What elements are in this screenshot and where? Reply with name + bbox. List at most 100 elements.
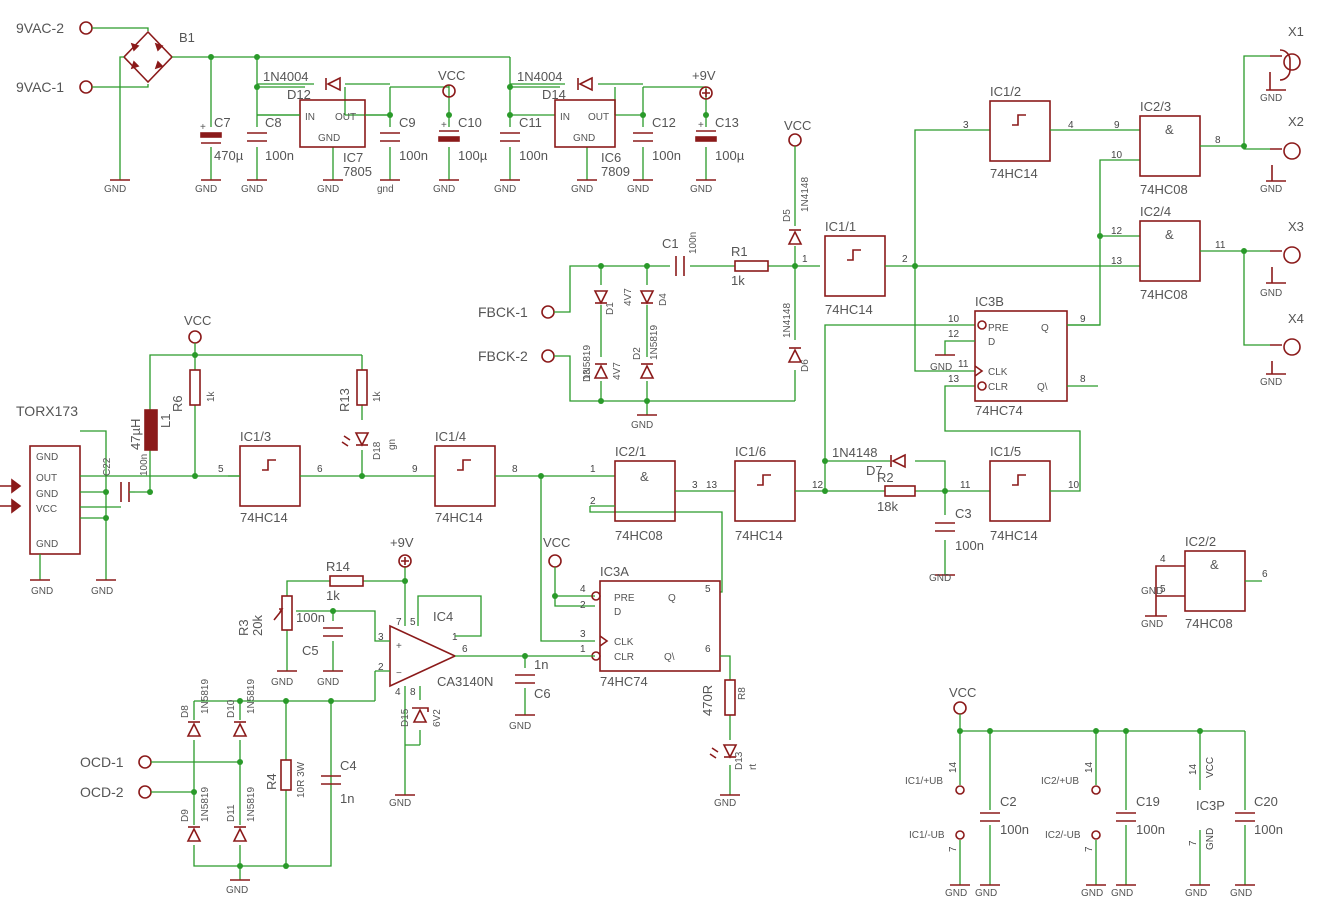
svg-text:13: 13 [948,374,960,385]
gnd-label: GND [945,888,967,899]
resistor-r14: R14 1k [326,559,364,603]
svg-text:2: 2 [580,600,586,611]
ground-symbols-psu: GND GND GND GND gnd GND GND GND GND GND [104,179,716,195]
ic2-1-type: 74HC08 [615,528,663,543]
vcc-symbol-torx: VCC [184,313,211,344]
svg-text:13: 13 [706,480,718,491]
r6-label: R6 [170,395,185,412]
svg-text:9: 9 [1114,120,1120,131]
d14-label: D14 [542,87,566,102]
c2-label: C2 [1000,794,1017,809]
c12-value: 100n [652,148,681,163]
svg-text:2: 2 [902,254,908,265]
c8-label: C8 [265,115,282,130]
b1-label: B1 [179,30,195,45]
svg-text:3: 3 [692,480,698,491]
ff-d: D [614,607,621,618]
svg-text:1: 1 [452,632,458,643]
gnd-label: GND [1230,888,1252,899]
gnd-label: GND [433,184,455,195]
r8-value: 470R [700,685,715,716]
flipflop-ic3a: IC3A 74HC74 PRE D CLK CLR Q Q\ 42 31 56 [580,564,721,689]
torx-input-section: TORX173 GND OUT GND VCC GND C22 100n L1 … [0,313,398,597]
svg-text:6: 6 [705,644,711,655]
svg-text:11: 11 [960,480,971,491]
gnd-label: GND [1081,888,1103,899]
c4-label: C4 [340,758,357,773]
ocd1-terminal [138,755,152,769]
and-symbol: & [1165,227,1174,242]
resistor-r8: R8 470R [700,679,748,716]
ic3p-label: IC3P [1196,798,1225,813]
vcc-label: VCC [784,118,811,133]
gate-ic2-2: & IC2/2 74HC08 456 [1160,534,1268,631]
ic2-2-section: & IC2/2 74HC08 456 GND GND [1141,534,1268,631]
ic1-5-label: IC1/5 [990,444,1021,459]
c5-label: C5 [302,643,319,658]
diode-d8: D8 1N5819 [180,679,211,737]
capacitor-c6: 1n C6 [515,657,551,701]
svg-text:13: 13 [1111,256,1123,267]
diode-d6: D6 1N4148 [782,303,811,372]
ic3b-type: 74HC74 [975,403,1023,418]
svg-text:3: 3 [580,629,586,640]
d13-label: D13 [734,751,745,770]
capacitor-c13: + C13 100µ [695,115,745,163]
ic2-ub-plus: IC2/+UB [1041,776,1079,787]
capacitor-c9: C9 100n [380,115,428,163]
r13-label: R13 [337,388,352,412]
ic1-3-label: IC1/3 [240,429,271,444]
resistor-r13: R13 1k [337,369,383,412]
svg-text:5: 5 [218,464,224,475]
ic1-2-label: IC1/2 [990,84,1021,99]
vcc-label: VCC [438,68,465,83]
d2-value: 1N5819 [649,325,660,360]
zener-d15: D15 6V2 [400,707,443,727]
svg-text:+: + [200,122,206,133]
ic2-1-label: IC2/1 [615,444,646,459]
diode-d9: D9 1N5819 [180,787,211,842]
ff-clr: CLR [614,652,634,663]
svg-text:5: 5 [410,617,416,628]
ic7-value: 7805 [343,164,372,179]
reg-out-label: OUT [335,112,356,123]
d7-value: 1N4148 [832,445,878,460]
gnd-label: GND [627,184,649,195]
gate-ic2-1: & IC2/1 74HC08 123 [590,444,698,543]
plus9v-symbol: +9V [692,68,716,100]
ic1-5-type: 74HC14 [990,528,1038,543]
gnd-label: GND [271,677,293,688]
connector-x2: X2 GND [1260,114,1304,195]
c1-value: 100n [688,232,699,254]
svg-text:5: 5 [1160,584,1166,595]
d15-value: 6V2 [432,709,443,727]
pin-14: 14 [1084,761,1095,773]
svg-text:12: 12 [948,329,960,340]
inductor-l1: L1 47µH [128,409,173,451]
reg-in-label: IN [560,112,570,123]
r8-label: R8 [737,687,748,700]
svg-text:8: 8 [512,464,518,475]
svg-text:7: 7 [396,617,402,628]
svg-text:3: 3 [963,120,969,131]
c9-label: C9 [399,115,416,130]
gnd-label: GND [929,573,951,584]
ic1-ub-minus: IC1/-UB [909,830,945,841]
gnd-label: GND [31,586,53,597]
vcc-symbol-d5: VCC [784,118,811,147]
d14-value: 1N4004 [517,69,563,84]
svg-text:6: 6 [1262,569,1268,580]
ff-qn: Q\ [664,652,675,663]
vac2-terminal [79,21,93,35]
svg-text:11: 11 [958,359,969,370]
d9-value: 1N5819 [200,787,211,822]
gnd-label: GND [1260,184,1282,195]
diode-d5: D5 1N4148 [782,177,811,245]
gnd-label: GND [975,888,997,899]
connector-x1: X1 GND [1260,24,1304,104]
c10-label: C10 [458,115,482,130]
